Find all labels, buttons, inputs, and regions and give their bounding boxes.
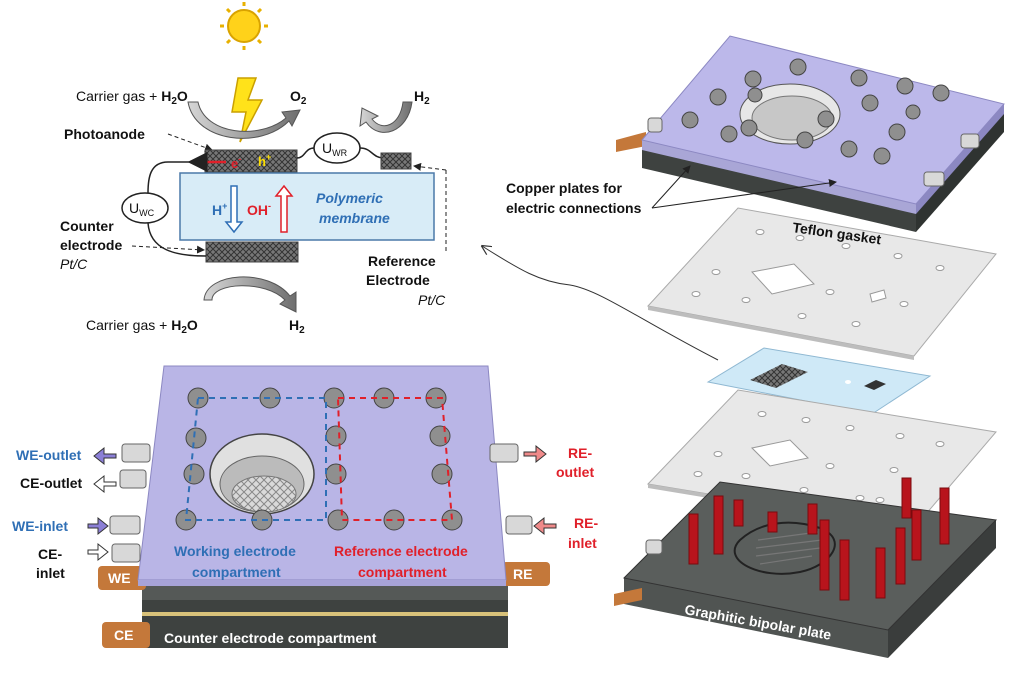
polymeric-membrane (179, 172, 435, 241)
svg-text:H+: H+ (212, 201, 227, 218)
svg-text:UWR: UWR (322, 140, 348, 158)
copper-label-1: Copper plates for (506, 180, 622, 196)
ce-copper-tab (102, 622, 150, 648)
curved-arrow-top-right (359, 101, 413, 133)
ce-inlet-label-1: CE- (38, 546, 62, 562)
we-tab-label: WE (108, 570, 131, 586)
re-outlet-label-1: RE- (568, 445, 592, 461)
o2-label: O2 (290, 88, 307, 107)
h2-top-label: H2 (414, 88, 430, 107)
reference-electrode-top (380, 152, 412, 170)
zoom-connector (482, 246, 719, 361)
membrane-label-2: membrane (319, 210, 390, 226)
counter-compartment-label: Counter electrode compartment (164, 630, 377, 646)
counter-electrode (205, 241, 299, 263)
svg-text:Pt/C: Pt/C (60, 256, 88, 272)
reference-compartment-label-1: Reference electrode (334, 543, 468, 559)
svg-text:Carrier gas + H2O: Carrier gas + H2O (86, 317, 198, 336)
svg-text:Reference: Reference (368, 253, 436, 269)
working-compartment-label-1: Working electrode (174, 543, 296, 559)
svg-text:Carrier gas + H2O: Carrier gas + H2O (76, 88, 188, 107)
assembled-cell (98, 365, 550, 648)
svg-text:Counter: Counter (60, 218, 114, 234)
lightning-icon (231, 77, 264, 143)
we-outlet-label: WE-outlet (16, 447, 82, 463)
re-tab-label: RE (513, 566, 532, 582)
hole-label: h+ (258, 152, 271, 169)
membrane-label-1: Polymeric (316, 190, 383, 206)
svg-text:Pt/C: Pt/C (418, 292, 446, 308)
curved-arrow-bottom (203, 276, 297, 313)
electron-label: e- (231, 154, 241, 171)
top-plate-assembly (616, 35, 1005, 232)
copper-label-2: electric connections (506, 200, 642, 216)
working-compartment-label-2: compartment (192, 564, 281, 580)
photoanode-label: Photoanode (64, 126, 145, 142)
we-copper-tab (98, 566, 146, 590)
red-rods (688, 477, 950, 601)
reference-compartment-label-2: compartment (358, 564, 447, 580)
svg-text:OH-: OH- (247, 201, 271, 218)
we-inlet-label: WE-inlet (12, 518, 68, 534)
re-copper-tab (502, 562, 550, 586)
svg-text:UWC: UWC (129, 200, 155, 218)
re-inlet-label-1: RE- (574, 515, 598, 531)
svg-text:Electrode: Electrode (366, 272, 430, 288)
teflon-gasket-top (647, 207, 997, 360)
ce-outlet-label: CE-outlet (20, 475, 83, 491)
svg-text:H2: H2 (289, 317, 305, 336)
sun-icon (220, 2, 268, 50)
ce-tab-label: CE (114, 627, 133, 643)
ce-inlet-label-2: inlet (36, 565, 65, 581)
re-inlet-label-2: inlet (568, 535, 597, 551)
svg-text:electrode: electrode (60, 237, 122, 253)
uwc-meter (121, 192, 169, 224)
curved-arrow-top-left (187, 101, 301, 139)
re-outlet-label-2: outlet (556, 464, 594, 480)
